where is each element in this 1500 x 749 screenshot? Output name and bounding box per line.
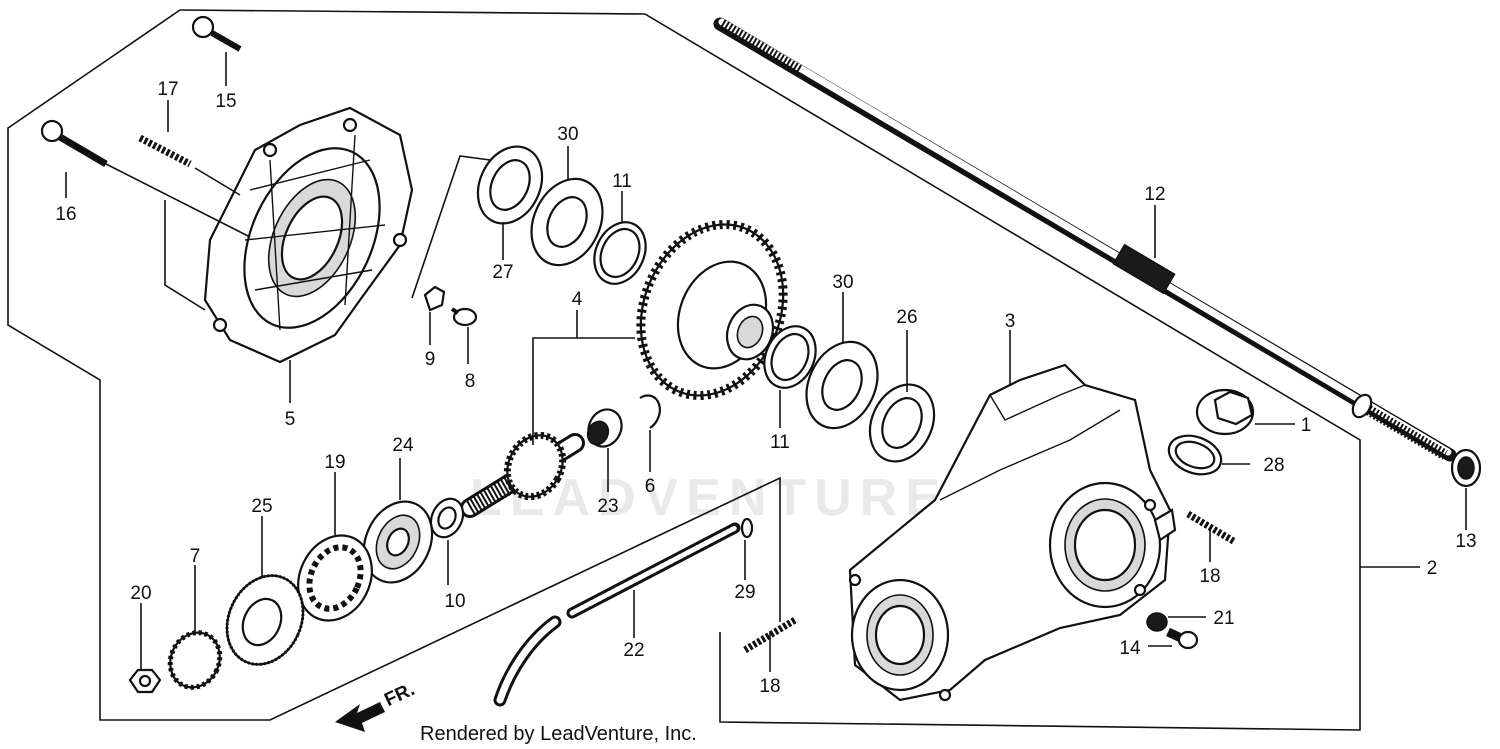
flange-bolt-15 [191, 15, 242, 52]
bearing-30-left [530, 177, 604, 267]
callout-30-left: 30 [557, 124, 578, 145]
lock-nut-20 [128, 668, 162, 694]
bolt-14 [1166, 627, 1199, 650]
callout-28: 28 [1263, 455, 1284, 476]
needle-bearing-19 [297, 534, 373, 622]
shim-11-right [763, 325, 817, 389]
callout-10: 10 [444, 591, 465, 612]
callout-18-lower: 18 [759, 676, 780, 697]
callout-11-upper: 11 [612, 171, 632, 192]
o-ring-28 [1167, 434, 1223, 476]
callout-9: 9 [425, 349, 436, 370]
flange-nut-21 [1146, 612, 1168, 632]
check-bolt-8 [450, 307, 478, 327]
bearing-30-right [805, 340, 879, 430]
seal-leader [411, 155, 491, 299]
leader-lines [65, 52, 1467, 672]
callout-12: 12 [1144, 184, 1165, 205]
callout-13: 13 [1455, 531, 1476, 552]
callout-29: 29 [734, 582, 755, 603]
tube-clip-29 [740, 517, 754, 539]
callout-14: 14 [1119, 638, 1141, 659]
callout-11-lower: 11 [770, 432, 790, 453]
bearing-24 [362, 500, 434, 584]
callout-30-right: 30 [832, 272, 853, 293]
front-direction-label: FR. [381, 679, 418, 711]
drive-pinion-gear [460, 431, 585, 518]
front-direction-arrow: FR. [335, 679, 418, 732]
callout-16: 16 [55, 204, 76, 225]
callout-25: 25 [251, 496, 272, 517]
callout-15: 15 [215, 91, 236, 112]
callout-8: 8 [465, 371, 476, 392]
sealing-washer-9 [423, 285, 446, 312]
breather-tube-22 [493, 522, 741, 707]
final-gear-case [848, 363, 1177, 702]
callout-6: 6 [645, 476, 656, 497]
oil-seal-27 [476, 145, 544, 225]
callout-20: 20 [130, 583, 151, 604]
collar-23 [586, 408, 623, 448]
callout-5: 5 [285, 409, 296, 430]
callout-26: 26 [896, 307, 917, 328]
callout-3: 3 [1005, 311, 1016, 332]
callout-22: 22 [623, 640, 644, 661]
pinion-joint-7 [167, 630, 223, 690]
axle-shaft [713, 17, 1457, 462]
washer-10 [429, 497, 465, 539]
callout-21: 21 [1213, 608, 1234, 629]
callout-24: 24 [392, 435, 414, 456]
assembly-outline [179, 9, 1361, 731]
shim-11-left [593, 221, 647, 285]
render-credit: Rendered by LeadVenture, Inc. [420, 723, 697, 745]
stud-bolt-17 [138, 134, 241, 311]
callout-27: 27 [492, 262, 513, 283]
callout-1: 1 [1301, 415, 1312, 436]
callout-7: 7 [190, 546, 201, 567]
filler-cap-1 [1195, 388, 1255, 436]
callout-23: 23 [597, 496, 618, 517]
callout-labels: 1 2 3 4 5 6 7 8 9 10 11 11 12 13 14 15 1… [55, 79, 1476, 697]
left-assembly-outline [7, 9, 781, 721]
stud-bolt-18-upper [1186, 510, 1237, 546]
callout-2: 2 [1427, 558, 1438, 579]
ring-gear [636, 220, 788, 400]
callout-17: 17 [157, 79, 178, 100]
axle-end-seal [1450, 448, 1482, 488]
oil-seal-26 [868, 383, 936, 463]
callout-18-right: 18 [1199, 566, 1220, 587]
callout-19: 19 [324, 452, 345, 473]
flange-bolt-16 [40, 119, 251, 238]
oil-seal-25 [225, 574, 305, 666]
final-gear-case-cover [203, 106, 414, 364]
circlip-6 [639, 394, 661, 429]
callout-4: 4 [572, 289, 583, 310]
